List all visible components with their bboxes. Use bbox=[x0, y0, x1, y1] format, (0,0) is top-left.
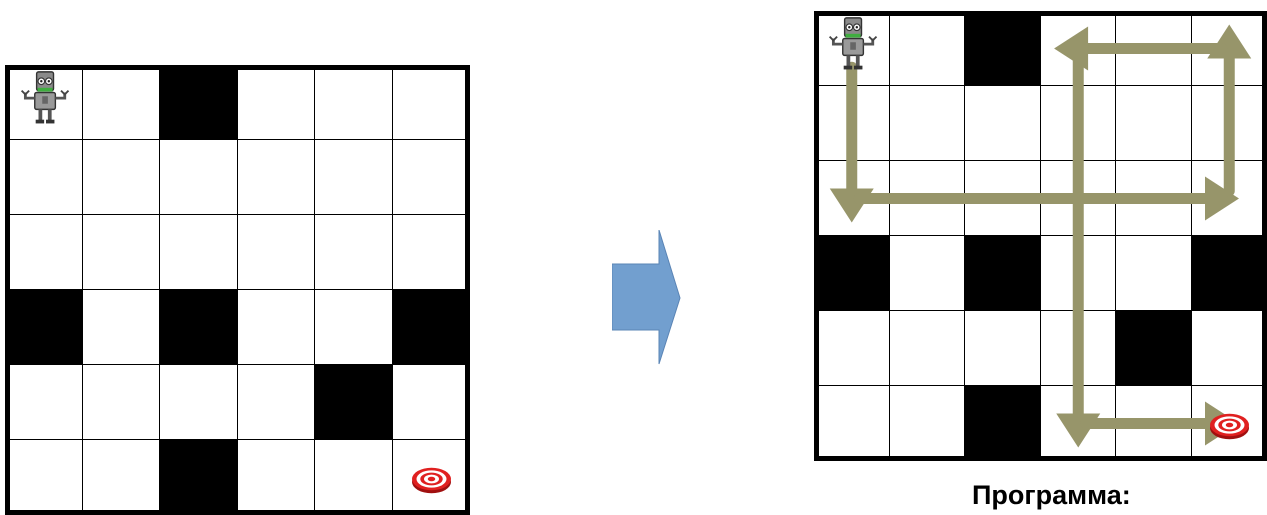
grid-cell bbox=[315, 215, 393, 290]
blocked-cell bbox=[160, 65, 238, 140]
robot-icon bbox=[16, 70, 72, 131]
right-arrow-icon bbox=[612, 230, 682, 365]
blocked-cell bbox=[160, 290, 238, 365]
target-icon bbox=[1207, 401, 1252, 451]
grid-cell bbox=[238, 215, 316, 290]
grid-cell bbox=[83, 65, 161, 140]
grid-cell bbox=[5, 440, 83, 515]
grid-cell bbox=[5, 215, 83, 290]
path-arrow-right bbox=[859, 177, 1239, 221]
program-caption: Программа: bbox=[972, 480, 1131, 511]
maze-board-solution bbox=[814, 11, 1267, 461]
grid-cell bbox=[393, 65, 471, 140]
grid-cell bbox=[238, 365, 316, 440]
grid-cell bbox=[83, 140, 161, 215]
grid-cell bbox=[393, 365, 471, 440]
grid-cell bbox=[238, 290, 316, 365]
grid-cell bbox=[393, 140, 471, 215]
target-icon bbox=[409, 455, 454, 505]
grid-cell bbox=[83, 215, 161, 290]
blocked-cell bbox=[315, 365, 393, 440]
grid-cell bbox=[83, 290, 161, 365]
grid-cell bbox=[315, 140, 393, 215]
maze-board-initial bbox=[5, 65, 470, 515]
grid-cell bbox=[5, 140, 83, 215]
blocked-cell bbox=[5, 290, 83, 365]
grid-cell bbox=[5, 365, 83, 440]
path-arrow-down bbox=[1056, 56, 1100, 447]
grid-cell bbox=[160, 365, 238, 440]
grid-cell bbox=[238, 65, 316, 140]
robot-icon bbox=[824, 16, 880, 77]
grid-cell bbox=[238, 140, 316, 215]
grid-cell bbox=[315, 440, 393, 515]
grid-cell bbox=[315, 290, 393, 365]
grid-cell bbox=[315, 65, 393, 140]
grid-cell bbox=[83, 440, 161, 515]
grid-cell bbox=[238, 440, 316, 515]
blocked-cell bbox=[393, 290, 471, 365]
grid-cell bbox=[160, 215, 238, 290]
grid-cell bbox=[83, 365, 161, 440]
grid-cell bbox=[393, 215, 471, 290]
blocked-cell bbox=[160, 440, 238, 515]
grid-cell bbox=[160, 140, 238, 215]
path-arrows bbox=[814, 11, 1267, 461]
